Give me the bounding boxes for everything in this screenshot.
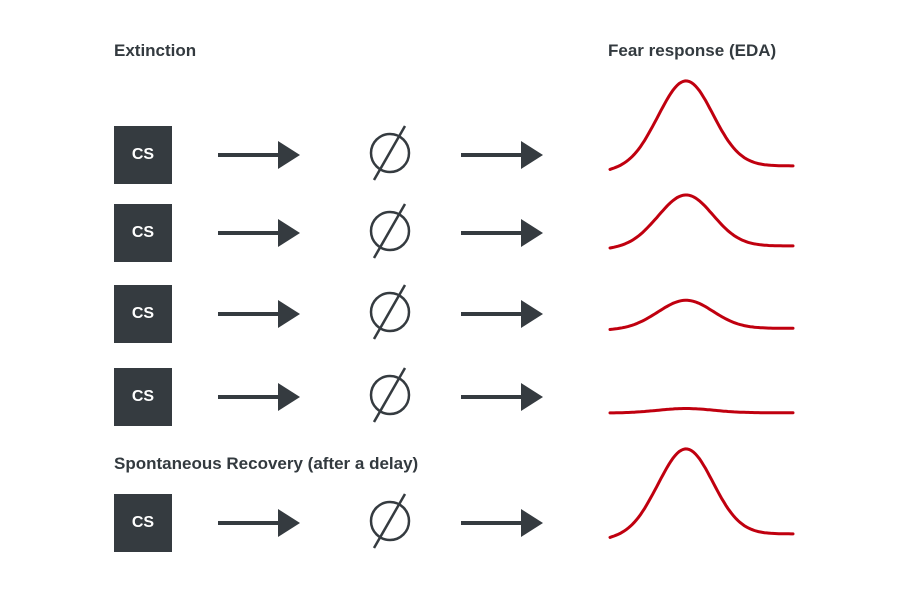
extinction-trial-1: CS [0,79,900,184]
extinction-trial-2: CS [0,193,900,262]
empty-set-icon [369,367,411,423]
empty-set-icon [369,125,411,181]
right-arrow-icon [461,300,543,328]
right-arrow-icon [461,383,543,411]
right-arrow-icon [461,219,543,247]
fear-response-curve [608,407,795,415]
fear-response-heading: Fear response (EDA) [608,41,777,60]
right-arrow-icon [461,509,543,537]
empty-set-icon [369,284,411,340]
cs-stimulus-box: CS [114,368,172,426]
recovery-trial: CS [0,447,900,552]
cs-stimulus-box: CS [114,126,172,184]
extinction-trial-3: CS [0,284,900,343]
right-arrow-icon [218,141,300,169]
fear-response-curve [608,79,795,171]
spontaneous-recovery-heading: Spontaneous Recovery (after a delay) [114,454,419,473]
right-arrow-icon [461,141,543,169]
extinction-heading: Extinction [114,41,197,60]
empty-set-icon [369,493,411,549]
fear-response-curve [608,298,795,331]
extinction-trial-4: CS [0,367,900,426]
right-arrow-icon [218,383,300,411]
fear-response-curve [608,193,795,250]
right-arrow-icon [218,300,300,328]
empty-set-icon [369,203,411,259]
cs-stimulus-box: CS [114,204,172,262]
cs-stimulus-box: CS [114,494,172,552]
right-arrow-icon [218,219,300,247]
cs-stimulus-box: CS [114,285,172,343]
right-arrow-icon [218,509,300,537]
fear-response-curve [608,447,795,539]
